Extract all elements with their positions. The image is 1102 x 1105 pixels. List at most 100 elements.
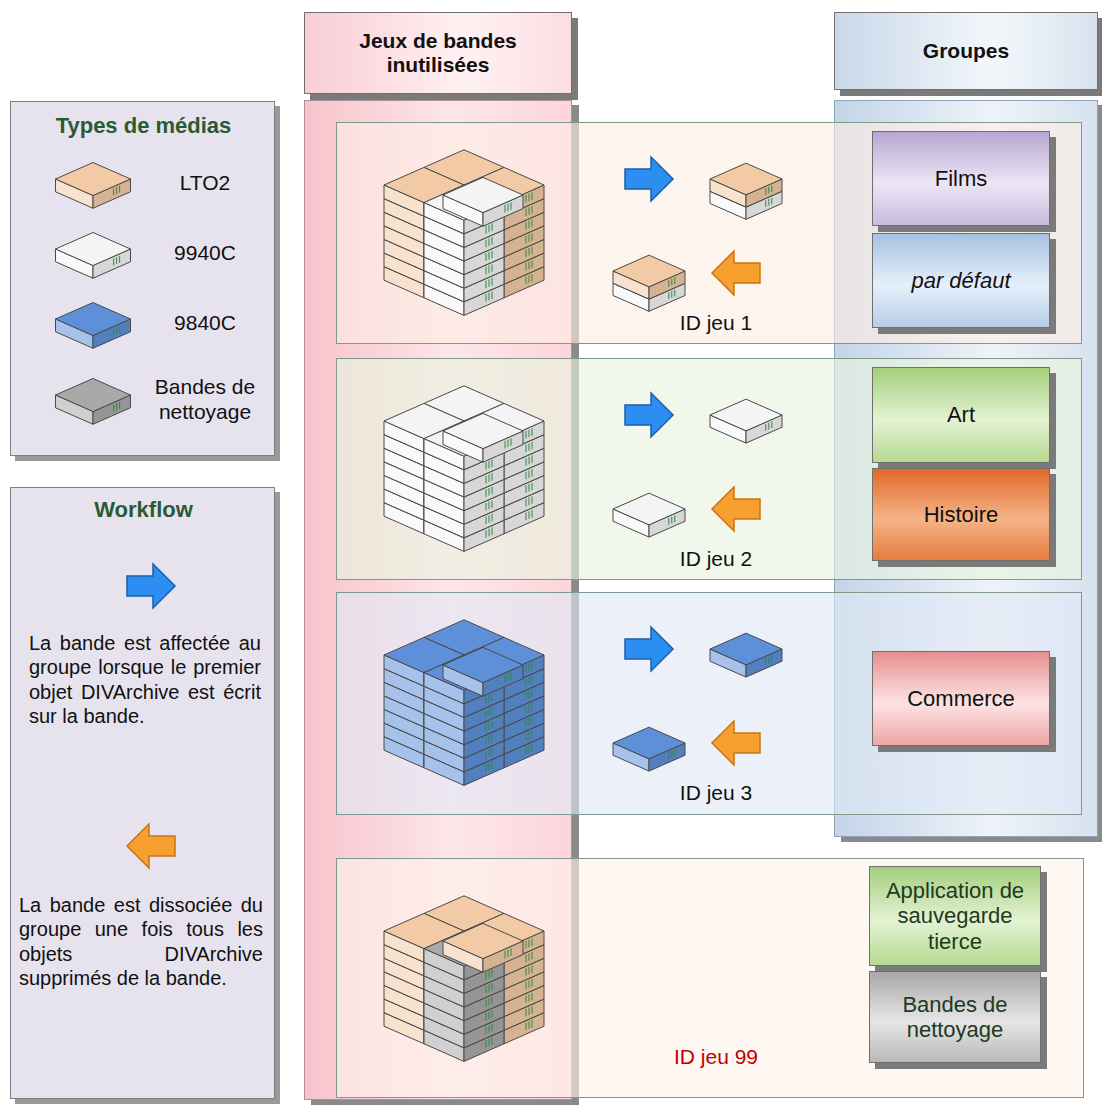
tape-mark [492, 699, 493, 707]
tape-mark [492, 734, 493, 742]
tape-side [504, 503, 544, 534]
tape-side [424, 727, 464, 758]
tape-side [464, 435, 504, 466]
tape-side [424, 462, 464, 493]
tape-side [464, 421, 504, 452]
tape-side [424, 972, 464, 1003]
tape-side [483, 195, 523, 226]
tape-mark [486, 710, 487, 718]
tape-side [424, 435, 464, 466]
tape-mark [486, 530, 487, 538]
tape-mark [449, 691, 450, 699]
tape-top [424, 633, 504, 668]
tape-mark [486, 675, 487, 683]
tape-mark [526, 249, 527, 257]
tape-cartridge [384, 235, 464, 284]
tape-side [424, 520, 464, 551]
tape-cartridge [424, 709, 504, 758]
tape-cartridge [424, 688, 504, 737]
tape-mark [529, 484, 530, 492]
tape-mark [446, 445, 447, 453]
panel-title: Types de médias [11, 112, 276, 141]
set-id: ID jeu 1 [646, 311, 786, 335]
tape-side [424, 267, 464, 298]
tape-cartridge [464, 954, 544, 1003]
tape-cartridge [424, 475, 504, 524]
tape-side [424, 927, 464, 958]
tape-mark [529, 664, 530, 672]
tape-mark [492, 465, 493, 473]
tape-mark [489, 412, 490, 420]
tape-mark [492, 411, 493, 419]
tape-mark [492, 680, 493, 688]
tape-mark [486, 218, 487, 226]
tape-mark [526, 499, 527, 507]
tape-mark [492, 202, 493, 210]
tape-top [384, 208, 464, 243]
tape-set-row: ID jeu 2ArtHistoire [336, 358, 1082, 580]
tape-side [424, 489, 464, 520]
tape-mark [489, 976, 490, 984]
tape-mark [532, 220, 533, 228]
tape-side [464, 195, 504, 226]
tape-top [424, 489, 504, 524]
tape-side [464, 931, 504, 962]
tape-side [424, 222, 464, 253]
tape-mark [532, 730, 533, 738]
tape-mark [529, 677, 530, 685]
tape-side [384, 267, 424, 298]
tape-cartridge [384, 471, 464, 520]
tape-mark [446, 1023, 447, 1031]
tape-side [464, 682, 504, 713]
tape-top [384, 249, 464, 284]
tape-side [746, 649, 782, 677]
tape-top [424, 655, 504, 690]
tape-cartridge [464, 705, 544, 754]
tape-mark [532, 662, 533, 670]
tape-cartridge [384, 651, 464, 700]
tape-cartridge [424, 427, 504, 476]
tape-mark [489, 949, 490, 957]
tape-side [464, 253, 504, 284]
tape-mark [492, 694, 493, 702]
tape-mark [529, 1021, 530, 1029]
tape-top [384, 705, 464, 740]
group-box: Art [872, 367, 1050, 463]
tape-mark [492, 492, 493, 500]
tape-side [504, 489, 544, 520]
tape-mark [671, 751, 672, 758]
tape-side [464, 471, 504, 502]
tape-cartridge [56, 303, 131, 349]
set-id: ID jeu 3 [646, 781, 786, 805]
tape-side [384, 185, 424, 216]
tape-top [384, 692, 464, 727]
tape-mark [486, 253, 487, 261]
tape-mark [511, 948, 512, 956]
tape-mark [674, 278, 675, 285]
tape-top [384, 431, 464, 466]
tape-mark [529, 691, 530, 699]
tape-mark [489, 258, 490, 266]
tape-mark [486, 751, 487, 759]
tape-top [384, 678, 464, 713]
tape-mark [492, 645, 493, 653]
tape-mark [452, 260, 453, 268]
tape-side [424, 235, 464, 266]
workflow-panel: WorkflowLa bande est affectée au groupe … [10, 487, 275, 1099]
tape-mark [492, 748, 493, 756]
tape-mark [492, 237, 493, 245]
tape-top [424, 937, 504, 972]
tape-top [424, 191, 504, 226]
tape-cartridge [384, 208, 464, 257]
tape-side [464, 444, 504, 475]
tape-side [384, 931, 424, 962]
tape-top [56, 379, 131, 412]
tape-cartridge [384, 249, 464, 298]
tape-top [424, 218, 504, 253]
tape-mark [446, 222, 447, 230]
tape-side [424, 637, 464, 668]
tape-mark [449, 745, 450, 753]
tape-side [464, 284, 504, 315]
tape-top [464, 981, 544, 1016]
tape-cartridge [424, 985, 504, 1034]
